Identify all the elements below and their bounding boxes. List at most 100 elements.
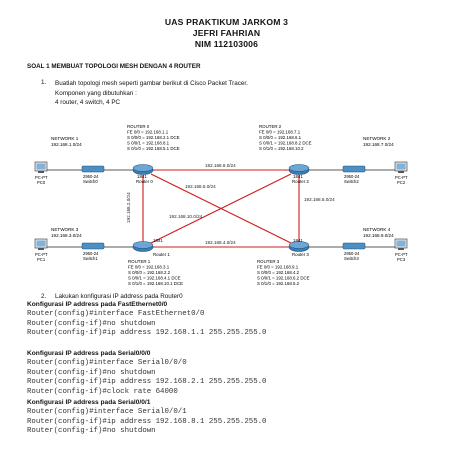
router-name: Router 2 — [292, 179, 309, 184]
router0-info-line: S 0/0/0 = 192.168.2.1 DCE — [127, 135, 180, 140]
network4-subnet: 192.168.9.0/24 — [363, 233, 394, 238]
router-icon-top — [132, 164, 154, 172]
router3-info-line: FE 0/0 = 192.168.9.1 — [257, 265, 299, 270]
router0-info-line: S 0/0/1 = 192.168.8.1 — [127, 141, 170, 146]
pc-stand — [38, 248, 44, 250]
code-line: Router(config-if)#no shutdown — [27, 368, 156, 377]
pc-model: PC-PT — [395, 175, 408, 180]
link-label-r1-r3: 192.168.4.0/24 — [205, 240, 236, 245]
pc-model: PC-PT — [35, 252, 48, 257]
switch-model: 2950-24 — [83, 174, 99, 179]
router0-info: ROUTER 0 FE 0/0 = 192.168.1.1 S 0/0/0 = … — [127, 124, 180, 151]
document-title: UAS PRAKTIKUM JARKOM 3 — [164, 17, 289, 27]
switch-model: 2950-24 — [344, 251, 360, 256]
pc-2[interactable]: PC-PT PC2 — [394, 161, 408, 185]
router-model: 1841 — [293, 238, 303, 243]
pc-model: PC-PT — [395, 252, 408, 257]
task-item-2: 2. Lakukan konfigurasi IP address pada R… — [41, 293, 183, 300]
author-name: JEFRI FAHRIAN — [192, 28, 261, 38]
task-number: 2. — [41, 293, 47, 300]
code-line: Router(config-if)#no shutdown — [27, 427, 156, 436]
router-icon-top — [132, 241, 154, 249]
router1-info-line: S 0/1/0 = 192.168.10.1 DCE — [128, 281, 183, 286]
code-line: Router(config-if)#no shutdown — [27, 319, 156, 328]
router1-info-line: ROUTER 1 — [128, 259, 151, 264]
router-2[interactable]: 1841 Router 2 — [288, 164, 310, 185]
link-label-r2-r1: 192.168.10.0/24 — [169, 214, 203, 219]
task-text: Buatlah topologi mesh seperti gambar ber… — [55, 79, 248, 108]
code-line: Router(config)#interface Serial0/0/1 — [27, 408, 187, 416]
network3-subnet: 192.168.3.0/24 — [51, 233, 82, 238]
switch-icon — [81, 165, 105, 173]
components-label: Komponen yang dibutuhkan : — [55, 89, 137, 97]
router-icon-top — [288, 164, 310, 172]
router2-info-line: ROUTER 2 — [259, 124, 282, 129]
router-3[interactable]: 1841 Router 3 — [288, 238, 310, 257]
link-label-r0-r1: 192.168.2.0/24 — [126, 192, 131, 223]
network1-subnet: 192.168.1.0/24 — [51, 142, 82, 147]
config-heading-s001: Konfigurasi IP address pada Serial0/0/1 — [27, 399, 151, 406]
router2-info: ROUTER 2 FE 0/0 = 192.168.7.1 S 0/0/0 = … — [259, 124, 312, 151]
router2-info-line: S 0/0/1 = 192.168.8.2 DCE — [259, 141, 312, 146]
pc-1[interactable]: PC-PT PC1 — [34, 238, 48, 262]
router2-info-line: S 0/1/0 = 192.168.10.2 — [259, 146, 304, 151]
section-title: SOAL 1 MEMBUAT TOPOLOGI MESH DENGAN 4 RO… — [27, 63, 201, 70]
router-name: Router 3 — [292, 252, 309, 257]
router-model: 1841 — [293, 174, 303, 179]
router1-info-line: FE 0/0 = 192.168.3.1 — [128, 265, 170, 270]
router-1[interactable]: 1841 Router 1 — [132, 238, 170, 257]
router1-info-line: S 0/0/1 = 192.168.4.1 DCE — [128, 276, 181, 281]
router1-info-line: S 0/0/0 = 192.168.2.2 — [128, 270, 171, 275]
network2-label: NETWORK 2 — [363, 136, 391, 141]
network3-label: NETWORK 3 — [51, 227, 79, 232]
router3-info-line: ROUTER 3 — [257, 259, 280, 264]
link-label-r0-r3: 192.168.5.0/24 — [185, 184, 216, 189]
switch-2[interactable]: 2950-24 Switch2 — [342, 165, 366, 184]
router-icon-top — [288, 241, 310, 249]
network1-label: NETWORK 1 — [51, 136, 79, 141]
mesh-topology-diagram: 192.168.8.0/24 192.168.2.0/24 192.168.6.… — [34, 124, 408, 286]
switch-0[interactable]: 2950-24 Switch0 — [81, 165, 105, 184]
switch-name: Switch3 — [344, 256, 359, 261]
router0-info-line: ROUTER 0 — [127, 124, 150, 129]
config-heading-s000: Konfigurasi IP address pada Serial0/0/0 — [27, 350, 151, 357]
code-line: Router(config-if)#ip address 192.168.2.1… — [27, 378, 267, 387]
router1-info: ROUTER 1 FE 0/0 = 192.168.3.1 S 0/0/0 = … — [128, 259, 183, 286]
pc-3[interactable]: PC-PT PC3 — [394, 238, 408, 262]
switch-name: Switch0 — [83, 179, 98, 184]
router0-info-line: S 0/1/0 = 192.168.5.1 DCE — [127, 146, 180, 151]
pc-model: PC-PT — [35, 175, 48, 180]
router2-info-line: S 0/0/0 = 192.168.6.1 — [259, 135, 302, 140]
code-line: Router(config-if)#clock rate 64000 — [27, 387, 178, 396]
student-id: NIM 112103006 — [194, 39, 259, 49]
pc-stand — [398, 248, 404, 250]
switch-model: 2950-24 — [83, 251, 99, 256]
router-model: 1841 — [137, 174, 147, 179]
pc-stand — [398, 171, 404, 173]
task-instruction: Buatlah topologi mesh seperti gambar ber… — [55, 80, 248, 87]
router-0[interactable]: 1841 Router 0 — [132, 164, 154, 185]
router3-info-line: S 0/0/0 = 192.168.4.2 — [257, 270, 300, 275]
router-name: Router 1 — [153, 252, 170, 257]
code-line: Router(config)#interface FastEthernet0/0 — [27, 310, 205, 318]
router3-info-line: S 0/0/1 = 192.168.6.2 DCE — [257, 276, 310, 281]
pc-stand — [38, 171, 44, 173]
pc-name: PC1 — [37, 257, 46, 262]
switch-name: Switch2 — [344, 179, 359, 184]
switch-icon — [81, 242, 105, 250]
switch-1[interactable]: 2950-24 Switch1 — [81, 242, 105, 261]
switch-icon — [342, 165, 366, 173]
config-heading-fe00: Konfigurasi IP address pada FastEthernet… — [27, 301, 168, 308]
router-name: Router 0 — [136, 179, 153, 184]
network4-label: NETWORK 4 — [363, 227, 391, 232]
router-model: 1841 — [153, 238, 163, 243]
pc-screen — [36, 163, 46, 170]
link-lines — [47, 169, 395, 248]
pc-0[interactable]: PC-PT PC0 — [34, 161, 48, 185]
network2-subnet: 192.168.7.0/24 — [363, 142, 394, 147]
router3-info-line: S 0/1/0 = 192.168.5.2 — [257, 281, 300, 286]
code-line: Router(config-if)#ip address 192.168.8.1… — [27, 417, 267, 426]
switch-3[interactable]: 2950-24 Switch3 — [342, 242, 366, 261]
